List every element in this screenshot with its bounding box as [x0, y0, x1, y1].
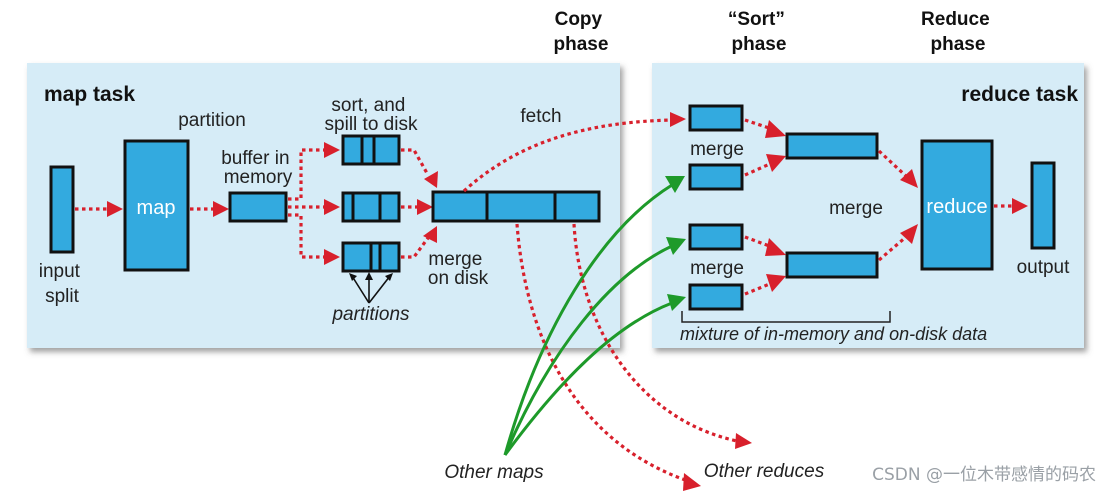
arrowhead-icon [213, 201, 229, 217]
merged-segment-bottom [785, 251, 879, 279]
merge-top-label: merge [690, 139, 744, 160]
map-label: map [137, 197, 176, 219]
arrowhead-icon [683, 473, 701, 491]
arrow-merged-top-to-reduce [877, 149, 908, 178]
arrowhead-icon [324, 249, 340, 265]
reduce-phase-label: Reduce phase [921, 9, 995, 55]
arrow-segment4-to-merge [744, 281, 773, 296]
arrowhead-icon [670, 112, 686, 127]
merged-segment-top [785, 132, 879, 160]
spill-file-middle [341, 191, 401, 223]
arrowhead-icon [107, 201, 123, 217]
merged-map-output-file [431, 190, 601, 223]
mixture-bracket [681, 311, 891, 323]
buffer-in-memory-box [228, 191, 288, 223]
merge-bottom-label: merge [690, 258, 744, 279]
arrowhead-icon [900, 169, 918, 188]
other-reduces-label: Other reduces [704, 461, 825, 482]
output-label: output [1017, 257, 1071, 278]
buffer-in-memory-label: buffer in memory [221, 148, 295, 188]
watermark: CSDN @一位木带感情的码农 [872, 465, 1096, 485]
arrow-other-maps-to-segment2 [503, 183, 673, 456]
arrow-merged-bottom-to-reduce [877, 235, 908, 262]
sort-and-spill-label: sort, and spill to disk [325, 95, 418, 135]
arrowhead-icon [765, 238, 786, 256]
arrowhead-icon [900, 224, 918, 244]
other-maps-label: Other maps [444, 462, 544, 483]
merge-middle-label: merge [829, 198, 883, 219]
arrow-spill-bottom-to-merge [401, 237, 430, 259]
partitions-label: partitions [331, 304, 410, 325]
arrowhead-icon [665, 176, 685, 193]
input-split-box [49, 165, 75, 254]
arrowhead-icon [667, 294, 686, 311]
arrowhead-icon [1012, 198, 1028, 214]
arrow-to-other-reduces-1 [515, 223, 689, 483]
map-task-title: map task [44, 83, 135, 106]
arrow-segment2-to-merge [744, 161, 773, 177]
arrowhead-icon [765, 120, 786, 138]
reduce-label: reduce [926, 196, 987, 218]
input-split-label: input split [39, 261, 85, 307]
arrowhead-icon [324, 199, 340, 215]
reduce-task-title: reduce task [961, 83, 1078, 106]
reduce-box [920, 139, 994, 271]
spill-file-top [341, 134, 401, 166]
arrowhead-icon [766, 154, 786, 172]
copied-segment-3 [688, 223, 744, 251]
arrowhead-icon [423, 226, 437, 243]
arrow-to-other-reduces-2 [572, 223, 738, 443]
fetch-label: fetch [520, 106, 561, 127]
arrowhead-icon [349, 272, 393, 281]
output-box [1030, 161, 1056, 250]
arrow-other-maps-to-segment3 [503, 244, 673, 456]
map-box [123, 139, 190, 272]
copy-phase-label: Copy phase [554, 9, 609, 55]
arrow-buffer-to-spill-top [288, 148, 325, 201]
spill-file-bottom [341, 241, 401, 273]
arrowhead-icon [424, 171, 438, 188]
mixture-label: mixture of in-memory and on-disk data [680, 324, 987, 344]
partition-label: partition [178, 110, 246, 131]
partitions-pointer-arrows [351, 275, 391, 304]
arrowhead-icon [766, 274, 786, 292]
copied-segment-4 [688, 283, 744, 311]
sort-phase-label: “Sort” phase [728, 9, 790, 55]
arrowhead-icon [324, 142, 340, 158]
arrowhead-icon [417, 199, 433, 215]
merge-on-disk-label: merge on disk [428, 249, 489, 289]
copied-segment-1 [688, 104, 744, 132]
copied-segment-2 [688, 163, 744, 191]
arrowhead-icon [666, 237, 686, 255]
arrow-other-maps-to-segment4 [503, 301, 673, 456]
arrowhead-icon [735, 433, 752, 449]
